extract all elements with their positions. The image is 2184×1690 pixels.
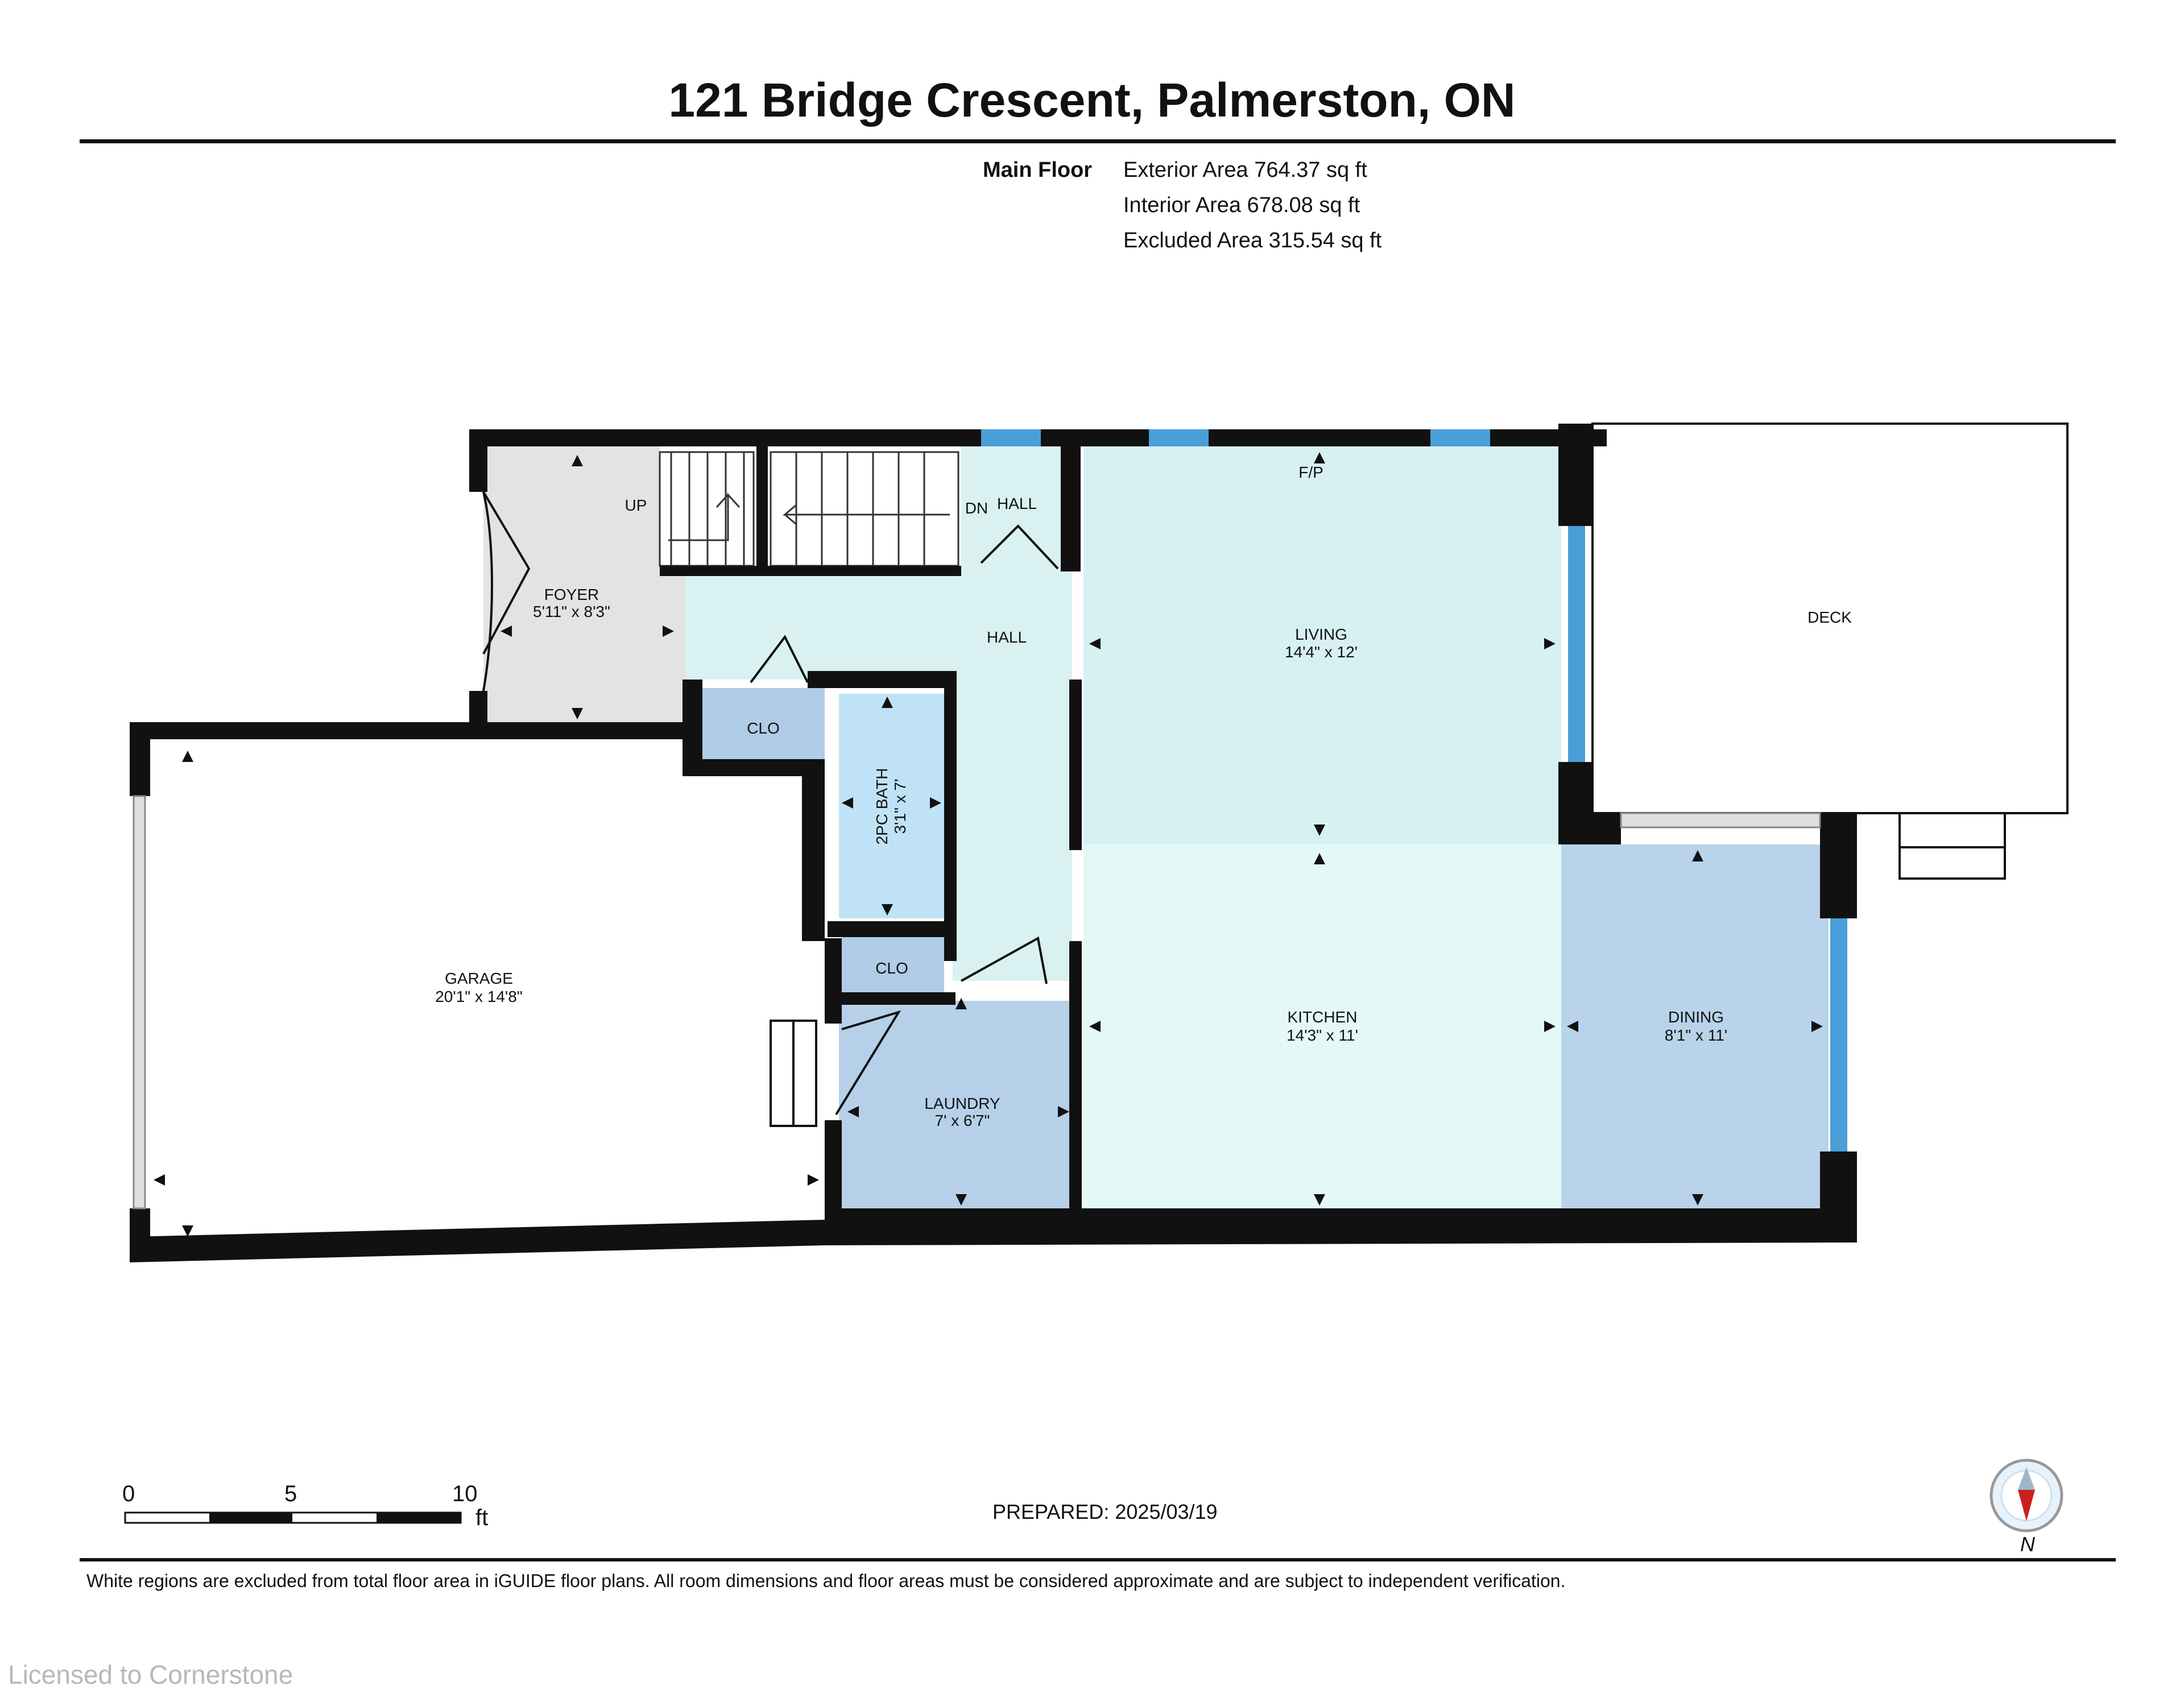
scale-tick-5: 5 xyxy=(284,1481,297,1506)
scale-tick-10: 10 xyxy=(452,1481,478,1506)
deck-name: DECK xyxy=(1807,608,1852,626)
bath-fill xyxy=(839,694,944,918)
living-name: LIVING xyxy=(1295,626,1347,643)
kitchen-dims: 14'3" x 11' xyxy=(1287,1026,1358,1044)
page-title: 121 Bridge Crescent, Palmerston, ON xyxy=(668,73,1516,127)
clo1-fill xyxy=(701,688,825,768)
hall-upper-fill xyxy=(961,446,1069,571)
label-up: UP xyxy=(625,496,647,514)
doors xyxy=(482,491,1059,1116)
garage-name: GARAGE xyxy=(445,970,513,987)
label-dn: DN xyxy=(965,499,988,517)
laundry-dims: 7' x 6'7" xyxy=(935,1112,990,1129)
foyer-dims: 5'11" x 8'3" xyxy=(533,603,610,620)
compass-arrow-icon xyxy=(2018,1490,2035,1521)
floor-name: Main Floor xyxy=(983,158,1093,182)
bath-name: 2PC BATH xyxy=(873,768,891,845)
scale-unit: ft xyxy=(475,1505,488,1530)
footer-rule xyxy=(80,1558,2116,1561)
excluded-area: Excluded Area 315.54 sq ft xyxy=(1123,229,1382,252)
exterior-area: Exterior Area 764.37 sq ft xyxy=(1123,158,1367,182)
dimension-arrows xyxy=(154,452,1823,1237)
hall-fill xyxy=(685,571,1072,680)
kitchen-name: KITCHEN xyxy=(1288,1008,1358,1026)
kitchen-fill xyxy=(1083,844,1561,1208)
garage-steps xyxy=(770,1020,817,1127)
foyer-name: FOYER xyxy=(544,586,599,603)
hall-name: HALL xyxy=(987,628,1027,646)
foyer-fill xyxy=(483,446,685,725)
laundry-name: LAUNDRY xyxy=(924,1095,1000,1112)
living-fill xyxy=(1083,446,1561,844)
hall-corridor-fill xyxy=(953,680,1072,981)
hall-upper-name: HALL xyxy=(997,495,1037,512)
deck-steps xyxy=(1898,812,2006,880)
disclaimer: White regions are excluded from total fl… xyxy=(86,1571,1566,1591)
dining-fill xyxy=(1561,844,1829,1208)
dining-name: DINING xyxy=(1668,1008,1724,1026)
clo2-name: CLO xyxy=(875,959,908,977)
garage-door xyxy=(133,795,146,1209)
dining-dims: 8'1" x 11' xyxy=(1665,1026,1727,1044)
stair-area-fill xyxy=(660,446,956,571)
walls xyxy=(130,424,1857,1262)
clo2-fill xyxy=(842,935,944,1001)
scale-bar: 0 5 10 ft xyxy=(122,1481,488,1530)
scale-tick-0: 0 xyxy=(122,1481,135,1506)
clo1-name: CLO xyxy=(747,719,780,737)
deck-fill xyxy=(1591,423,2069,814)
sliding-door xyxy=(1620,812,1821,829)
interior-area: Interior Area 678.08 sq ft xyxy=(1123,193,1360,217)
prepared-date: PREPARED: 2025/03/19 xyxy=(992,1500,1218,1523)
bath-dims: 3'1" x 7' xyxy=(891,779,909,834)
windows xyxy=(981,429,1847,1151)
laundry-fill xyxy=(839,1001,1072,1208)
watermark: Licensed to Cornerstone xyxy=(8,1660,293,1689)
compass-label: N xyxy=(2020,1532,2036,1556)
garage-dims: 20'1" x 14'8" xyxy=(435,988,523,1005)
title-rule xyxy=(80,139,2116,143)
compass: N xyxy=(1989,1459,2063,1556)
living-dims: 14'4" x 12' xyxy=(1285,643,1358,661)
label-fp: F/P xyxy=(1298,463,1323,481)
